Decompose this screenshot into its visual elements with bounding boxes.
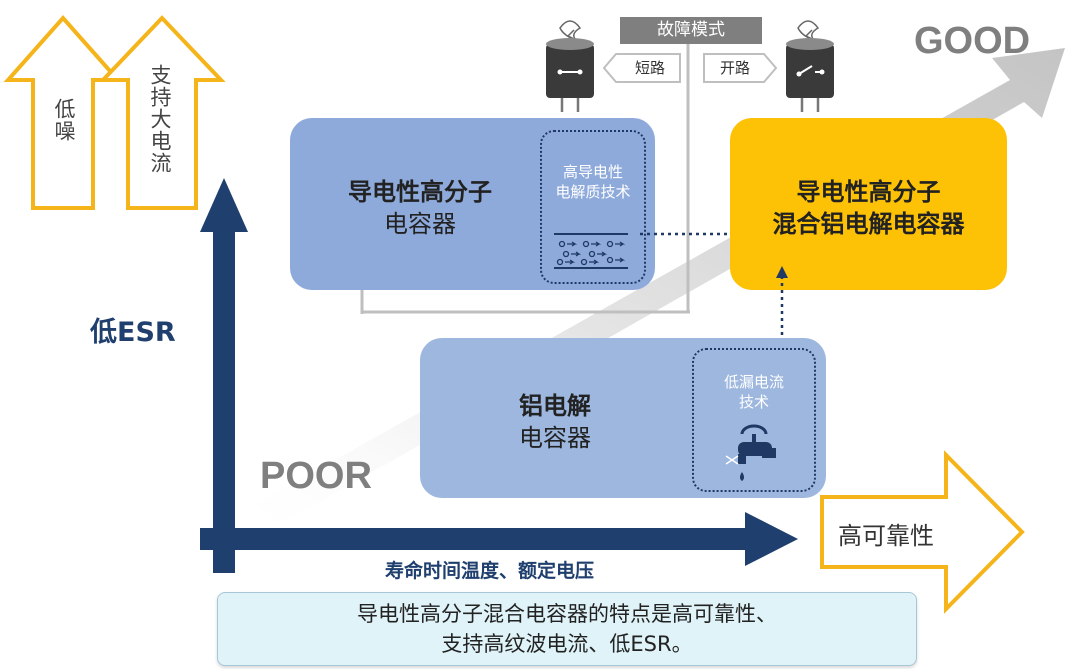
- open-tag-shape: [703, 53, 778, 83]
- summary-line2: 支持高纹波电流、低ESR。: [441, 632, 693, 656]
- aluminum-tech-line1: 低漏电流: [723, 373, 784, 391]
- polymer-tech-line1: 高导电性: [562, 163, 623, 181]
- low-noise-label: 低噪: [52, 98, 76, 142]
- x-axis-head: [745, 512, 798, 566]
- polymer-title-line2: 电容器: [384, 210, 456, 238]
- summary-box: 导电性高分子混合电容器的特点是高可靠性、 支持高纹波电流、低ESR。: [217, 592, 917, 666]
- high-current-arrow: [98, 15, 226, 210]
- x-axis: [200, 528, 755, 550]
- y-axis-label: 低ESR: [90, 317, 176, 348]
- aluminum-title-line1: 铝电解: [519, 392, 591, 420]
- short-tag: 短路: [634, 59, 665, 77]
- hybrid-capacitor-box: 导电性高分子 混合铝电解电容器: [730, 118, 1007, 290]
- aluminum-capacitor-box: 铝电解 电容器 低漏电流 技术: [420, 338, 826, 498]
- summary-line1: 导电性高分子混合电容器的特点是高可靠性、: [357, 602, 777, 626]
- short-tag-shape: [602, 53, 681, 83]
- faucet-icon: [725, 424, 776, 481]
- polymer-title-line1: 导电性高分子: [348, 178, 492, 206]
- aluminum-tech-line2: 技术: [738, 393, 769, 411]
- polymer-capacitor-box: 导电性高分子 电容器 高导电性 电解质技术: [290, 118, 655, 290]
- reliability-label: 高可靠性: [838, 522, 934, 550]
- failure-mode-title: 故障模式: [657, 20, 725, 40]
- reliability-arrow: [820, 450, 1025, 614]
- y-axis-head: [200, 178, 248, 232]
- polymer-tech-line2: 电解质技术: [555, 183, 631, 201]
- low-noise-arrow: [3, 14, 123, 210]
- electrolyte-icon: [554, 233, 628, 269]
- capacitor-open-icon: [786, 20, 834, 112]
- capacitor-short-icon: [546, 20, 594, 112]
- polymer-tech-frame: [540, 130, 646, 284]
- hybrid-title-line2: 混合铝电解电容器: [772, 210, 965, 238]
- hybrid-title-line1: 导电性高分子: [796, 178, 941, 206]
- aluminum-tech-frame: [692, 348, 816, 492]
- high-current-label: 支持大电流: [148, 64, 172, 174]
- poor-label: POOR: [260, 455, 372, 497]
- y-axis: [213, 228, 235, 573]
- x-axis-label: 寿命时间温度、额定电压: [385, 560, 595, 582]
- failure-mode-header-bg: [620, 17, 762, 44]
- good-label: GOOD: [914, 20, 1031, 62]
- open-tag: 开路: [719, 59, 750, 77]
- aluminum-title-line2: 电容器: [519, 424, 591, 452]
